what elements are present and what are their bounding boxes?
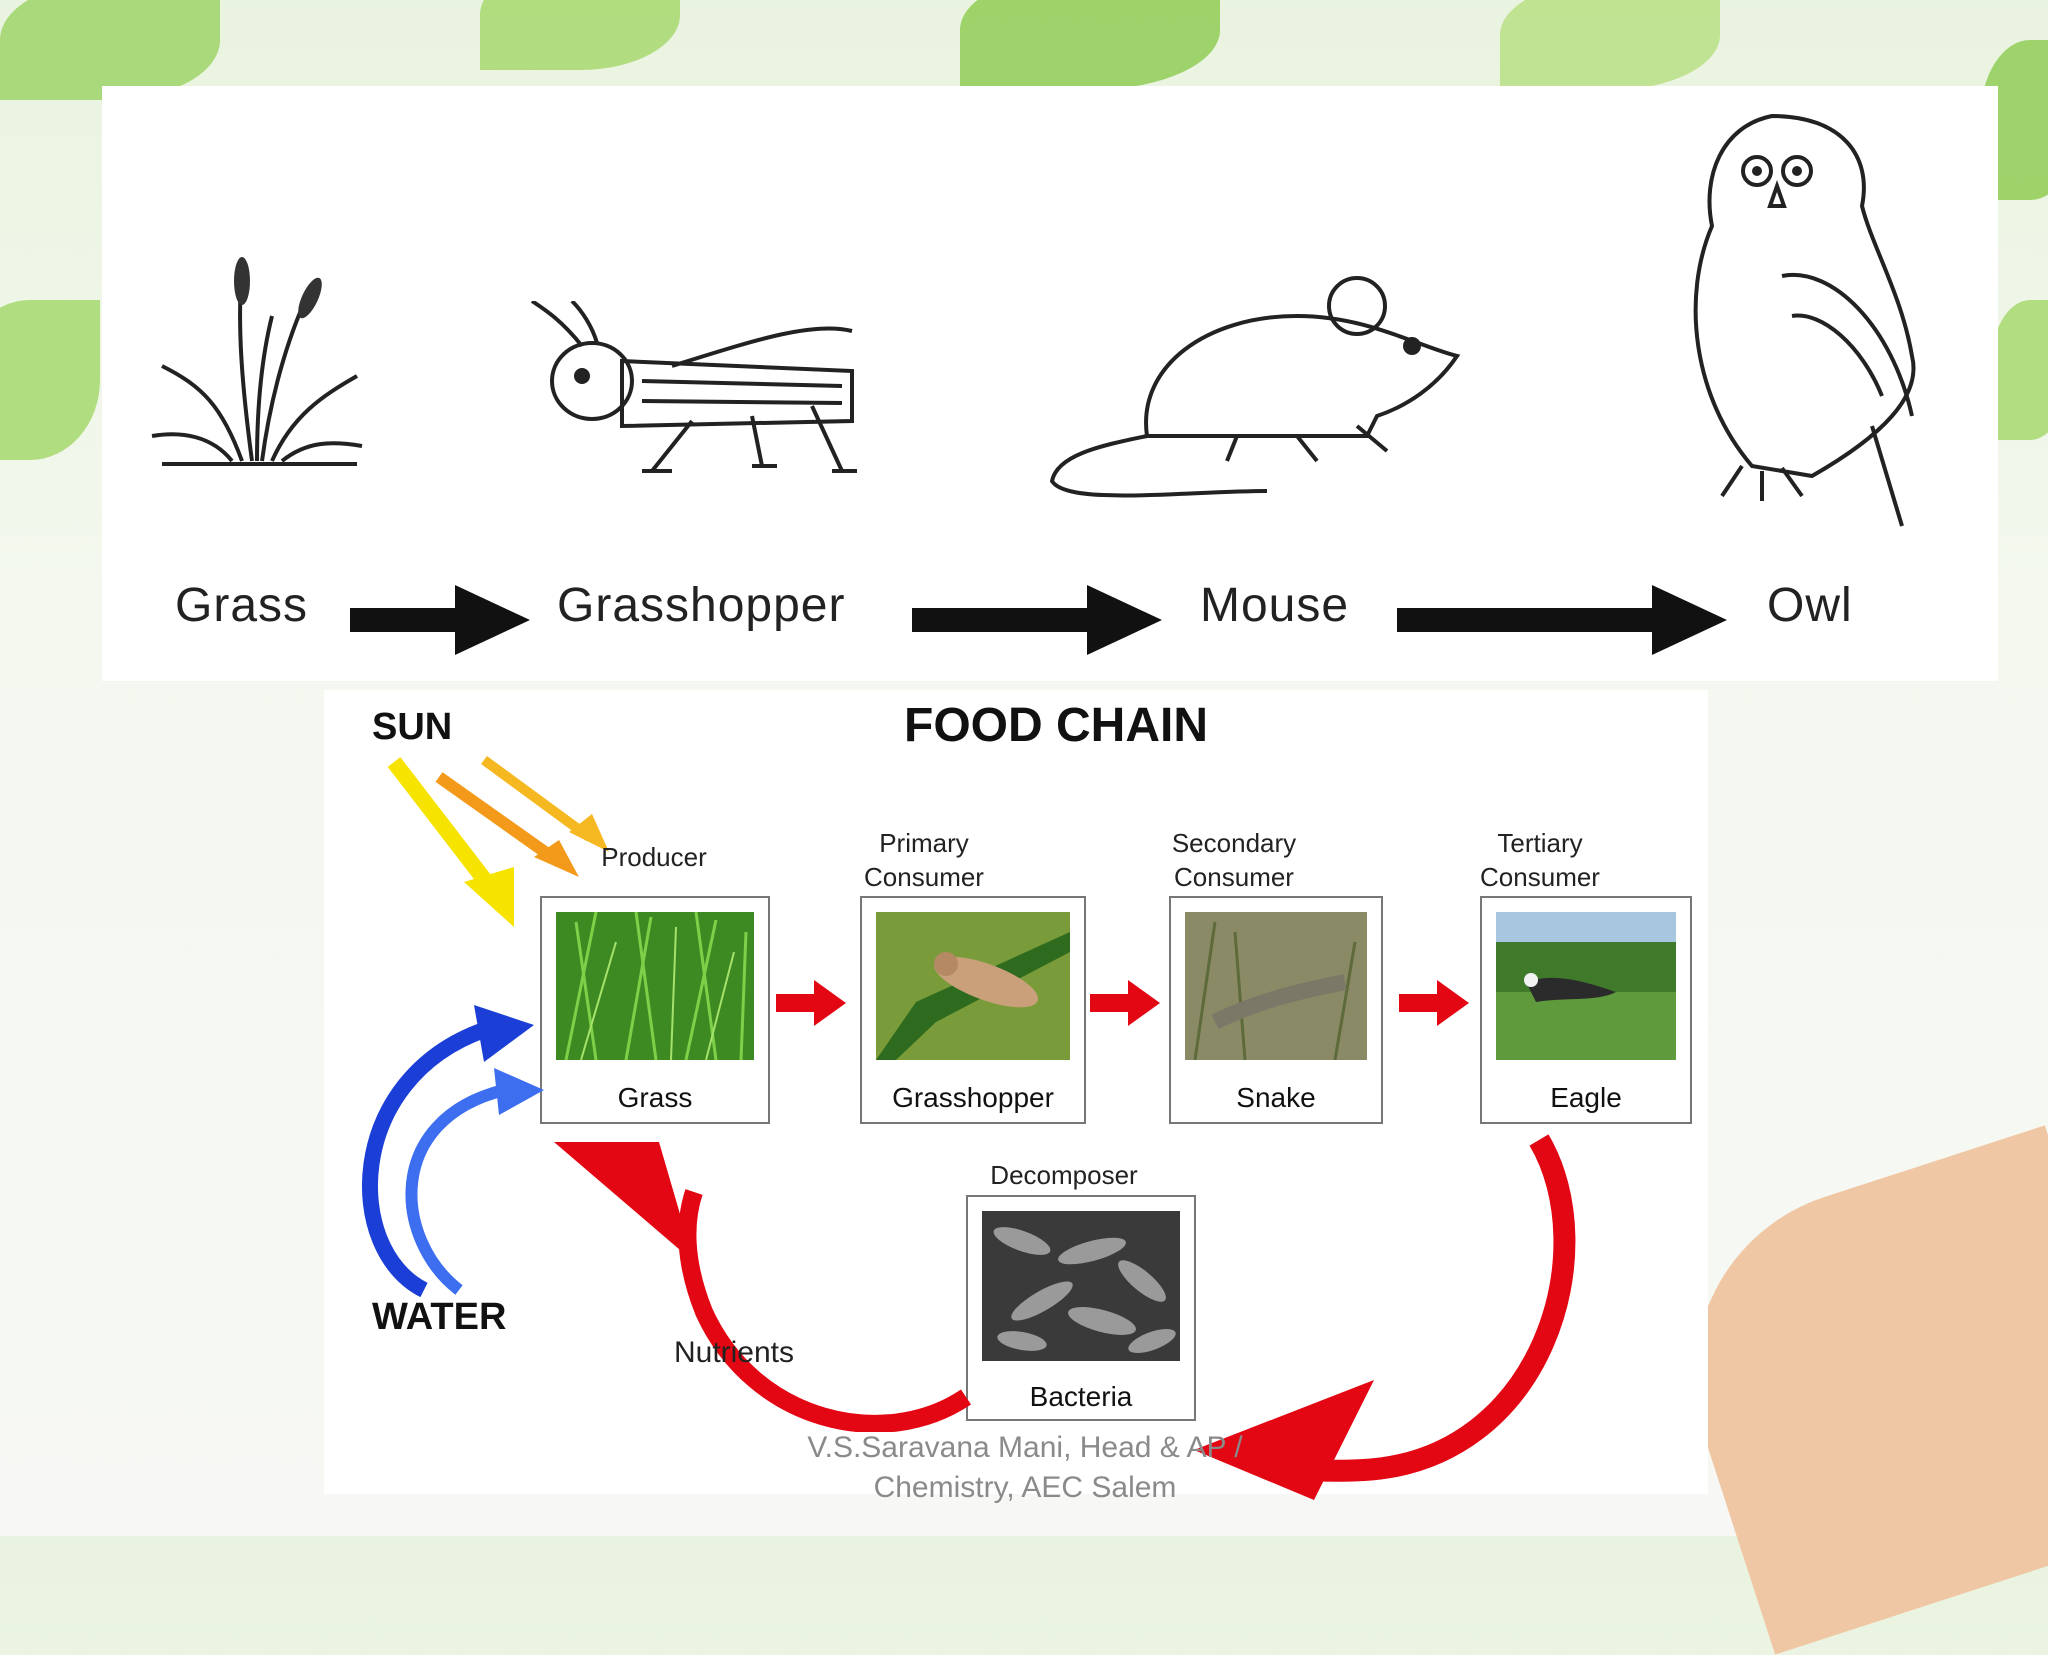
grass-box: Grass [540,896,770,1124]
eagle-to-bacteria-arrow [1194,1134,1576,1500]
author-credit-line1: V.S.Saravana Mani, Head & AP / [807,1431,1243,1464]
food-chain-diagram: FOOD CHAIN SUN Producer Primary Consumer… [324,690,1708,1500]
bacteria-photo [982,1211,1180,1361]
bacteria-caption: Bacteria [1029,1381,1133,1412]
grasshopper-drawing [530,301,857,473]
sun-rays [387,755,609,927]
grass-photo [556,912,754,1060]
decomposer-label: Decomposer [990,1160,1138,1190]
label-mouse: Mouse [1200,579,1350,632]
arrow-mouse-to-owl [1397,585,1727,655]
eagle-photo [1496,912,1676,1060]
secondary-consumer-label: Secondary Consumer [1171,828,1297,892]
snake-box: Snake [1169,896,1383,1124]
bacteria-to-grass-arrow [554,1142,972,1432]
top-food-chain-panel: Grass Grasshopper Mouse Owl [102,86,1998,681]
nutrients-label: Nutrients [673,1336,795,1369]
label-owl: Owl [1767,579,1853,632]
water-label: WATER [372,1296,507,1338]
author-credit-line2: Chemistry, AEC Salem [873,1471,1177,1504]
label-grasshopper: Grasshopper [557,579,846,632]
mouse-drawing [1049,276,1461,498]
sun-label: SUN [372,706,453,748]
grasshopper-photo [876,912,1070,1060]
arrow-grasshopper-to-mouse [912,585,1162,655]
arrow-grass-to-grasshopper-red [776,980,846,1026]
primary-consumer-label: Primary Consumer [864,828,984,892]
snake-photo [1185,912,1367,1060]
grass-caption: Grass [617,1082,693,1113]
snake-caption: Snake [1236,1082,1316,1113]
author-credit: V.S.Saravana Mani, Head & AP / Chemistry… [700,1428,1350,1508]
producer-label: Producer [601,842,707,872]
grasshopper-box: Grasshopper [860,896,1086,1124]
grass-drawing [151,257,363,466]
water-arrows [361,1005,544,1298]
arrow-snake-to-eagle-red [1399,980,1469,1026]
eagle-caption: Eagle [1550,1082,1622,1113]
eagle-box: Eagle [1480,896,1692,1124]
owl-drawing [1693,113,1916,527]
bacteria-box: Bacteria [966,1195,1196,1421]
arrow-grasshopper-to-snake-red [1090,980,1160,1026]
tertiary-consumer-label: Tertiary Consumer [1480,828,1600,892]
label-grass: Grass [175,579,309,632]
diagram-title: FOOD CHAIN [904,699,1208,752]
grasshopper-caption: Grasshopper [892,1082,1054,1113]
arrow-grass-to-grasshopper [350,585,530,655]
